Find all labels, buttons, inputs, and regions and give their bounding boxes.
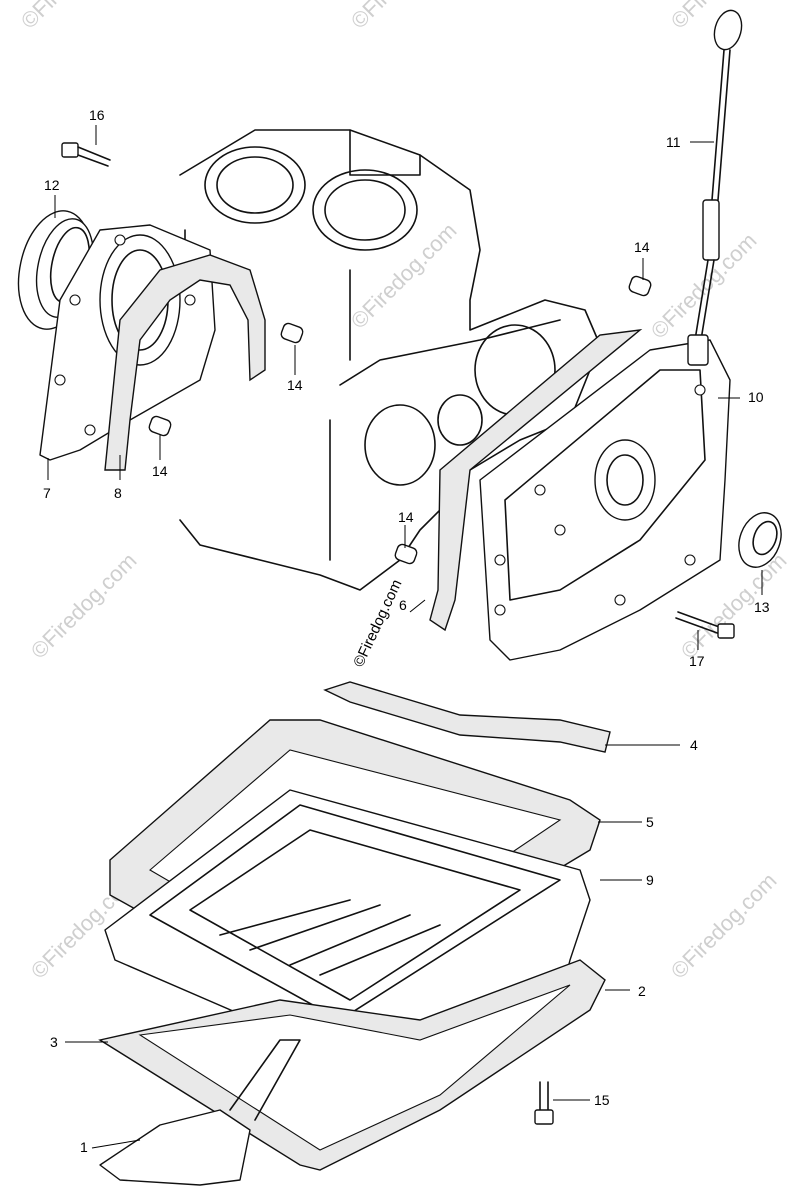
label-part-15: 15 <box>594 1092 610 1108</box>
crank-oil-seal <box>738 512 782 568</box>
label-part-17: 17 <box>689 653 705 669</box>
rear-seal-gasket <box>104 254 266 471</box>
oil-strainer <box>99 1039 301 1186</box>
leader-lines <box>47 125 763 1149</box>
bolt-17 <box>675 611 735 639</box>
part-number-labels: 16 12 7 8 14 14 14 14 11 10 13 17 6 4 5 … <box>43 107 770 1155</box>
label-part-4: 4 <box>690 737 698 753</box>
label-part-13: 13 <box>754 599 770 615</box>
label-part-6: 6 <box>399 597 407 613</box>
label-part-3: 3 <box>50 1034 58 1050</box>
watermark-low-right: ©Firedog.com <box>666 868 782 984</box>
label-part-7: 7 <box>43 485 51 501</box>
copyright-stamp: ©Firedog.com <box>350 577 405 670</box>
dipstick <box>687 9 743 366</box>
label-part-14-b: 14 <box>152 463 168 479</box>
watermark-mid-left: ©Firedog.com <box>26 548 142 664</box>
label-part-11: 11 <box>666 134 681 150</box>
gasket-strip <box>323 681 611 753</box>
bolt-16 <box>61 142 111 167</box>
watermark-top-center: ©Firedog.com <box>346 0 462 34</box>
label-part-14-c: 14 <box>634 239 650 255</box>
cylinder-block <box>179 129 601 591</box>
label-part-10: 10 <box>748 389 764 405</box>
oil-pan <box>104 789 591 1061</box>
label-part-12: 12 <box>44 177 60 193</box>
front-cover-gasket <box>429 329 643 632</box>
label-part-14-a: 14 <box>287 377 303 393</box>
drain-bolt <box>534 1081 554 1125</box>
label-part-9: 9 <box>646 872 654 888</box>
watermark-top-left: ©Firedog.com <box>16 0 132 34</box>
label-part-8: 8 <box>114 485 122 501</box>
label-part-5: 5 <box>646 814 654 830</box>
front-cover <box>479 339 731 661</box>
label-part-14-d: 14 <box>398 509 414 525</box>
watermark-center: ©Firedog.com <box>346 218 462 334</box>
label-part-16: 16 <box>89 107 105 123</box>
label-part-2: 2 <box>638 983 646 999</box>
label-part-1: 1 <box>80 1139 88 1155</box>
